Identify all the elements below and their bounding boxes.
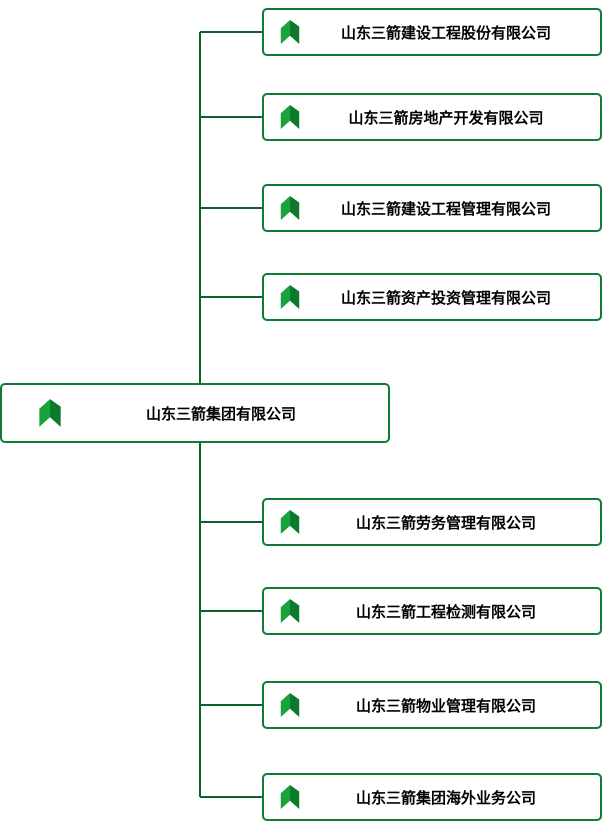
org-node-label: 山东三箭劳务管理有限公司 (355, 513, 536, 532)
sanjian-logo-icon (278, 18, 302, 46)
org-node-label: 山东三箭房地产开发有限公司 (348, 108, 544, 127)
connector-branch-line (200, 31, 263, 33)
connector-branch-line (200, 296, 263, 298)
sanjian-logo-icon (278, 783, 302, 811)
org-node-subsidiary: 山东三箭集团海外业务公司 (262, 773, 602, 821)
org-node-subsidiary: 山东三箭房地产开发有限公司 (262, 93, 602, 141)
connector-branch-line (200, 610, 263, 612)
org-node-subsidiary: 山东三箭工程检测有限公司 (262, 587, 602, 635)
connector-branch-line (200, 116, 263, 118)
sanjian-logo-icon (278, 283, 302, 311)
org-node-subsidiary: 山东三箭建设工程股份有限公司 (262, 8, 602, 56)
connector-branch-line (200, 207, 263, 209)
org-node-subsidiary: 山东三箭物业管理有限公司 (262, 681, 602, 729)
org-node-subsidiary: 山东三箭建设工程管理有限公司 (262, 184, 602, 232)
org-node-subsidiary: 山东三箭资产投资管理有限公司 (262, 273, 602, 321)
connector-branch-line (200, 704, 263, 706)
org-node-parent: 山东三箭集团有限公司 (0, 383, 390, 443)
sanjian-logo-icon (278, 103, 302, 131)
org-node-label: 山东三箭集团有限公司 (145, 404, 296, 423)
sanjian-logo-icon (278, 508, 302, 536)
org-node-label: 山东三箭集团海外业务公司 (355, 788, 536, 807)
connector-branch-line (200, 521, 263, 523)
org-node-label: 山东三箭建设工程管理有限公司 (340, 199, 551, 218)
sanjian-logo-icon (278, 597, 302, 625)
org-node-label: 山东三箭工程检测有限公司 (355, 602, 536, 621)
sanjian-logo-icon (278, 691, 302, 719)
sanjian-logo-icon (278, 194, 302, 222)
org-node-label: 山东三箭物业管理有限公司 (355, 696, 536, 715)
org-node-subsidiary: 山东三箭劳务管理有限公司 (262, 498, 602, 546)
org-node-label: 山东三箭资产投资管理有限公司 (340, 288, 551, 307)
sanjian-logo-icon (36, 397, 64, 429)
org-node-label: 山东三箭建设工程股份有限公司 (340, 23, 551, 42)
connector-branch-line (200, 796, 263, 798)
